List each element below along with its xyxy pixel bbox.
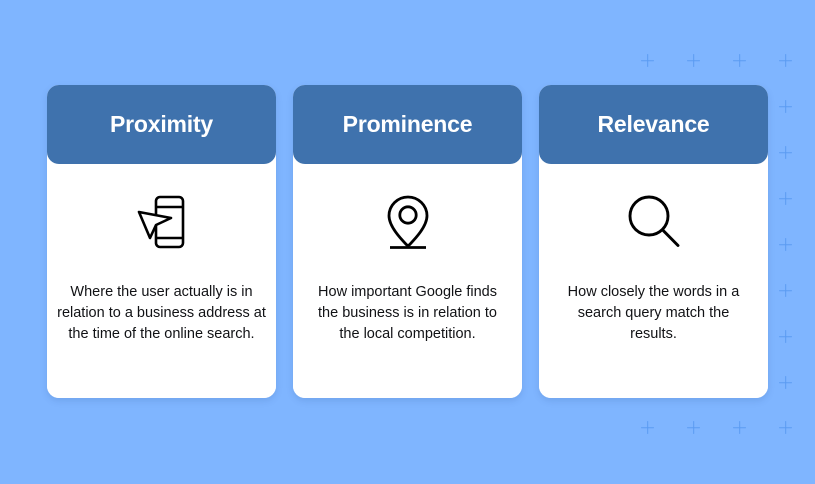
plus-mark-icon bbox=[779, 54, 792, 67]
map-pin-icon bbox=[379, 186, 437, 258]
card-description-prominence: How important Google finds the business … bbox=[318, 284, 497, 342]
card-body-proximity: Where the user actually is in relation t… bbox=[47, 152, 276, 398]
plus-mark-icon bbox=[779, 100, 792, 113]
plus-mark-icon bbox=[779, 330, 792, 343]
plus-mark-icon bbox=[687, 421, 700, 434]
card-description-proximity: Where the user actually is in relation t… bbox=[57, 284, 266, 342]
card-body-prominence: How important Google finds the business … bbox=[293, 152, 522, 398]
card-header-prominence: Prominence bbox=[293, 85, 522, 164]
card-body-relevance: How closely the words in a search query … bbox=[539, 152, 768, 398]
card-title-relevance: Relevance bbox=[597, 111, 710, 137]
feature-card-relevance: Relevance How closely the words in a sea… bbox=[539, 85, 768, 398]
card-title-proximity: Proximity bbox=[109, 111, 213, 137]
feature-card-prominence: Prominence How important Google finds th… bbox=[293, 85, 522, 398]
feature-card-proximity: Proximity Where the user actually bbox=[47, 85, 276, 398]
magnifying-glass-icon bbox=[624, 186, 684, 258]
card-title-prominence: Prominence bbox=[342, 111, 473, 137]
plus-mark-icon bbox=[779, 146, 792, 159]
plus-mark-icon bbox=[733, 54, 746, 67]
card-header-relevance: Relevance bbox=[539, 85, 768, 164]
plus-mark-icon bbox=[779, 421, 792, 434]
plus-mark-icon bbox=[733, 421, 746, 434]
plus-mark-icon bbox=[687, 54, 700, 67]
feature-cards-row: Proximity Where the user actually bbox=[47, 85, 768, 398]
plus-mark-icon bbox=[779, 376, 792, 389]
plus-mark-icon bbox=[779, 192, 792, 205]
smartphone-cursor-icon bbox=[131, 186, 193, 258]
card-header-proximity: Proximity bbox=[47, 85, 276, 164]
plus-mark-icon bbox=[779, 284, 792, 297]
plus-mark-icon bbox=[779, 238, 792, 251]
card-description-relevance: How closely the words in a search query … bbox=[567, 284, 740, 342]
plus-mark-icon bbox=[641, 54, 654, 67]
plus-mark-icon bbox=[641, 421, 654, 434]
